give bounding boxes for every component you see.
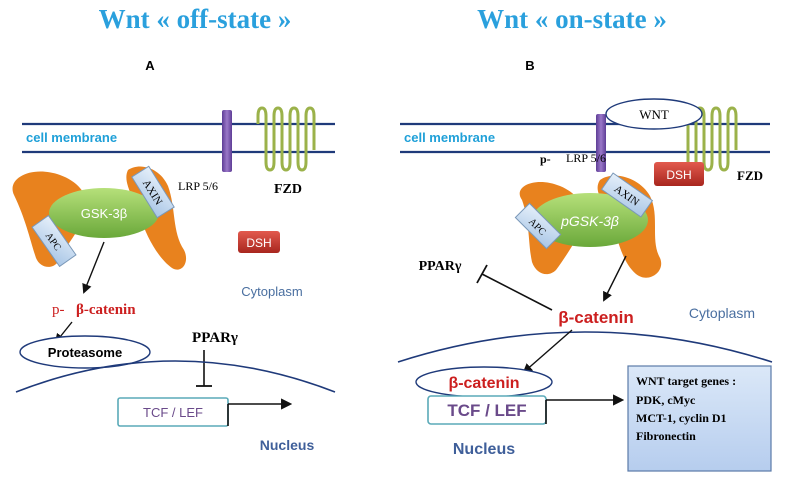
membrane-label-on: cell membrane [404,130,495,145]
panel-off-letter: A [145,58,155,73]
cytoplasm-label-off: Cytoplasm [241,284,302,299]
apc-box-off [31,214,77,268]
target-genes-title: WNT target genes : [636,374,736,388]
panel-on-letter: B [525,58,534,73]
beta-catenin-on: β-catenin [558,308,634,327]
fzd-label-off: FZD [274,182,302,197]
target-genes-box [627,365,772,472]
fzd-receptor-off [256,106,316,172]
tcf-lef-label-off: TCF / LEF [143,405,203,420]
ppar-label-on: PPARγ [419,259,462,274]
transcription-arrow-on [545,394,625,424]
lrp-label-on: LRP 5/6 [566,151,606,165]
panel-on-title: Wnt « on-state » [477,4,667,34]
panel-off-title: Wnt « off-state » [99,4,292,34]
proteasome [19,335,151,369]
nucleus-label-on: Nucleus [453,441,515,458]
destruction-complex-off: GSK-3β AXIN APC [12,165,187,270]
dsh-off [238,231,280,253]
gsk3b-off [49,188,159,238]
dsh-on [654,162,704,186]
tcf-lef-label-on: TCF / LEF [447,401,526,420]
nucleus-label-off: Nucleus [260,437,315,453]
nuclear-beta-catenin-label: β-catenin [448,375,519,392]
ppar-inhibition-off [196,350,212,387]
ppar-inhibition-on [476,264,553,311]
proteasome-label: Proteasome [48,345,122,360]
pgsk3b-label: pGSK-3β [560,213,619,229]
wnt-label: WNT [639,107,669,122]
target-gene-line: MCT-1, cyclin D1 [636,411,727,425]
axin-box-off [131,165,175,219]
ppar-label-off: PPARγ [192,330,238,346]
pgsk3b [532,193,648,247]
recruited-complex-on: pGSK-3β AXIN APC [514,172,662,278]
lrp-label-off: LRP 5/6 [178,179,218,193]
target-gene-line: Fibronectin [636,429,696,443]
phospho-lrp-prefix: p- [540,152,551,166]
dsh-label-on: DSH [666,168,691,182]
nuclear-membrane-on [397,331,773,363]
gsk3b-label-off: GSK-3β [81,206,128,221]
fzd-label-on: FZD [737,168,763,183]
cytoplasm-label-on: Cytoplasm [689,305,755,321]
arrow-complex-to-catenin-off [82,241,105,294]
nuclear-membrane-off [15,360,336,393]
axin-box-on [600,172,654,218]
phospho-prefix-off: p- [52,302,65,318]
apc-box-on [514,202,562,250]
lrp-receptor-on [596,114,606,172]
arrow-complex-to-catenin-on [603,255,627,302]
cell-membrane-on [400,122,770,154]
target-gene-line: PDK, cMyc [636,393,696,407]
membrane-label-off: cell membrane [26,130,117,145]
panel-off-state: Wnt « off-state » A cell membrane LRP 5/… [12,4,336,453]
p-beta-catenin-off: β-catenin [76,302,136,318]
wnt-ligand [605,98,703,130]
panel-on-state: Wnt « on-state » B cell membrane p- LRP … [397,4,773,472]
lrp-receptor-off [222,110,232,172]
transcription-arrow-off [227,398,293,426]
dsh-label-off: DSH [246,236,271,250]
arrow-catenin-to-nucleus [522,329,573,374]
